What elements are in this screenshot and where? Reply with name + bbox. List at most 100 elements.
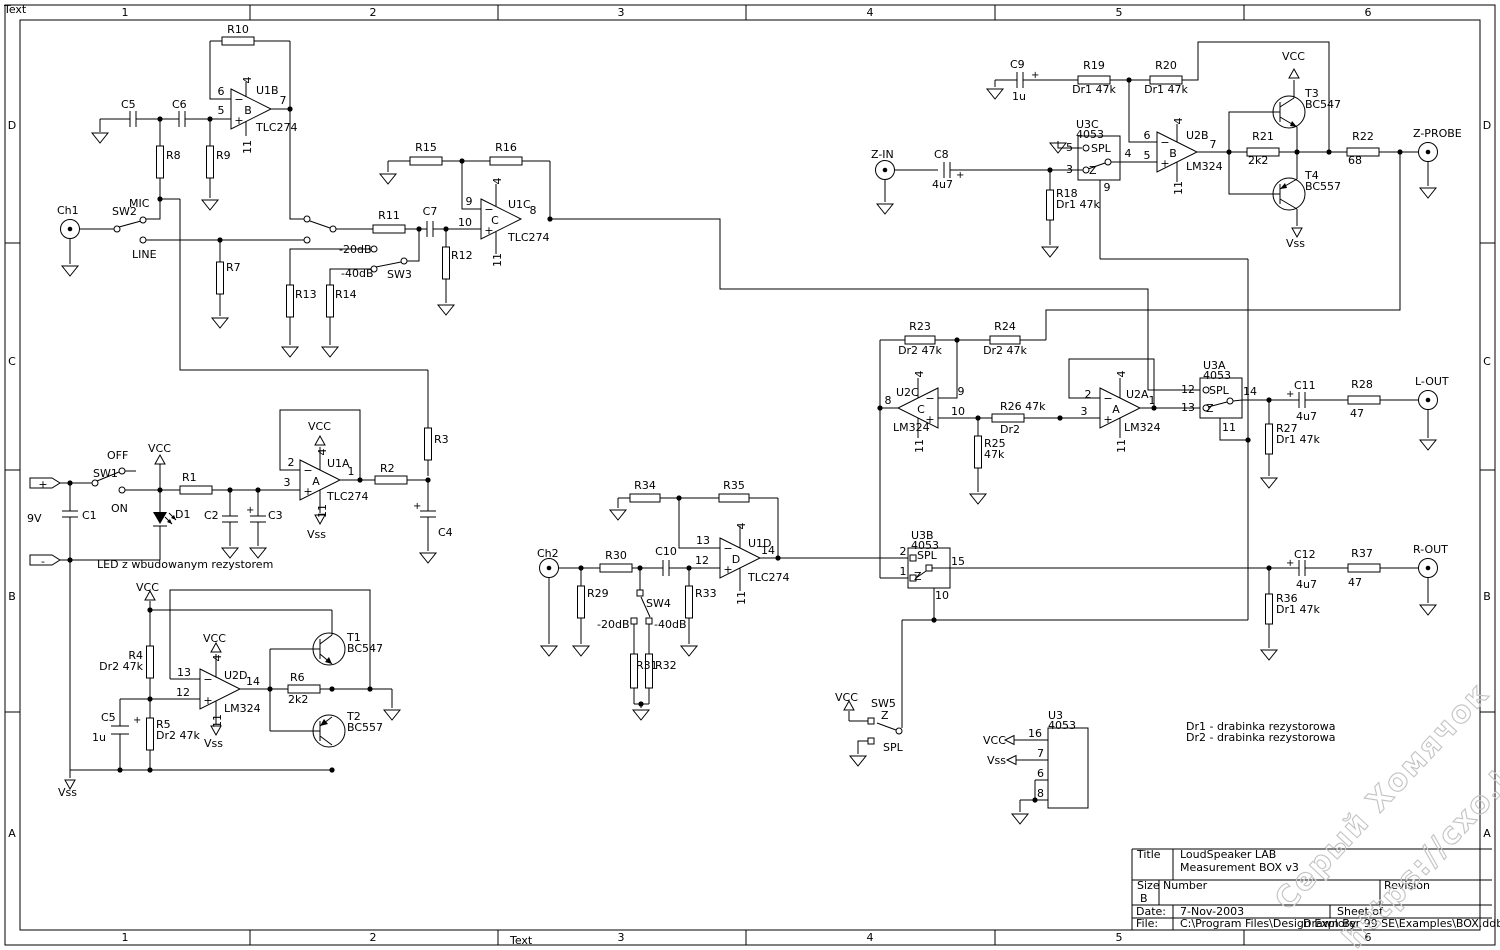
label-U1A-p4: 4 <box>316 449 329 456</box>
label-R34: R34 <box>634 479 656 492</box>
label-row-A-l: A <box>8 827 16 840</box>
capacitor-C1 <box>62 510 78 518</box>
label-VCC-u2d: VCC <box>203 632 226 645</box>
label-R18: R18 <box>1056 187 1078 200</box>
label-m20dB-2: -20dB <box>597 618 630 631</box>
label-U1D-p13: 13 <box>696 534 710 547</box>
label-T1: T1 <box>346 631 361 644</box>
label-U1C-plus: + <box>484 224 493 237</box>
label-LINE: LINE <box>132 248 157 261</box>
label-U1D: U1D <box>748 537 772 550</box>
label-Vss-u1a: Vss <box>307 528 326 541</box>
label-U3B-p10: 10 <box>935 589 949 602</box>
wires-ch1 <box>69 40 1200 391</box>
resistor-R33 <box>685 585 693 619</box>
capacitor-C5b <box>111 725 129 735</box>
label-C5b-val: 1u <box>92 731 106 744</box>
file-value: C:\Program Files\Design Explorer 99 SE\E… <box>1180 917 1500 930</box>
capacitor-C10 <box>662 560 670 576</box>
label-T1-part: BC547 <box>347 642 383 655</box>
label-SW5-Z: Z <box>881 709 889 722</box>
label-R19-val: Dr1 47k <box>1072 83 1116 96</box>
label-row-A-r: A <box>1483 827 1491 840</box>
label-Vss-rail: Vss <box>58 786 77 799</box>
label-col-6-top: 6 <box>1365 6 1372 19</box>
label-U3A-part: 4053 <box>1203 369 1231 382</box>
label-R14: R14 <box>335 288 357 301</box>
resistor-R26 <box>991 413 1025 423</box>
label-U1A-part: TLC274 <box>326 490 369 503</box>
label-U3-p8: 8 <box>1037 787 1044 800</box>
resistor-R10 <box>221 36 255 46</box>
resistor-R36 <box>1265 593 1273 625</box>
label-R7: R7 <box>226 261 241 274</box>
label-R33: R33 <box>695 587 717 600</box>
label-U3A-p14: 14 <box>1243 385 1257 398</box>
label-C10: C10 <box>655 545 677 558</box>
label-U2B-p5: 5 <box>1144 149 1151 162</box>
label-R31: R31 <box>636 659 658 672</box>
opamp-U1C <box>480 198 523 240</box>
label-U2C-p8: 8 <box>885 394 892 407</box>
connector-Ch2 <box>539 558 559 578</box>
label-U1A-p11: 11 <box>316 504 329 518</box>
resistor-R22 <box>1346 147 1380 157</box>
label-R9: R9 <box>216 149 231 162</box>
resistor-R12 <box>442 246 450 280</box>
battery-plus-terminal <box>29 477 61 489</box>
label-col-2-bot: 2 <box>370 931 377 944</box>
label-C9-val: 1u <box>1012 90 1026 103</box>
label-VCC-sw5: VCC <box>835 691 858 704</box>
label-C12-plus: + <box>1286 558 1294 569</box>
date-label: Date: <box>1136 905 1166 918</box>
label-U2B-p7: 7 <box>1210 138 1217 151</box>
label-U3-part: 4053 <box>1048 719 1076 732</box>
label-U2C-p11: 11 <box>913 439 926 453</box>
label-R28-val: 47 <box>1350 407 1364 420</box>
resistors <box>146 36 1381 751</box>
label-C3: C3 <box>268 509 283 522</box>
label-U2C-p9: 9 <box>958 385 965 398</box>
label-U1D-minus: − <box>723 542 732 555</box>
label-U3C-SPL: SPL <box>1091 142 1112 155</box>
label-U2A-minus: − <box>1103 392 1112 405</box>
label-col-1-top: 1 <box>122 6 129 19</box>
resistor-R27 <box>1265 423 1273 455</box>
label-C2: C2 <box>204 509 219 522</box>
label-R23-val: Dr2 47k <box>898 344 942 357</box>
label-C4-plus: + <box>413 501 421 512</box>
label-LED-note: LED z wbudowanym rezystorem <box>97 558 273 571</box>
label-R21: R21 <box>1252 130 1274 143</box>
wires-bias <box>119 589 393 770</box>
label-U2D: U2D <box>224 669 248 682</box>
label-R37-val: 47 <box>1348 576 1362 589</box>
label-U1C-p11: 11 <box>491 253 504 267</box>
label-U2C-plus: + <box>925 413 934 426</box>
led-D1 <box>153 512 177 527</box>
label-U3B-p2: 2 <box>900 545 907 558</box>
label-U3-p7: 7 <box>1037 747 1044 760</box>
opamp-U2C <box>896 387 939 429</box>
watermark: Серый Хомячок https://cxo.lv <box>1268 675 1500 950</box>
resistor-R15 <box>409 156 443 166</box>
resistor-R20 <box>1149 75 1183 85</box>
label-R26: R26 47k <box>1000 400 1046 413</box>
capacitor-C2 <box>222 515 238 523</box>
connector-Z-PROBE <box>1418 142 1438 162</box>
label-R37: R37 <box>1351 547 1373 560</box>
label-U2B-p6: 6 <box>1144 129 1151 142</box>
label-U3A-p11: 11 <box>1222 421 1236 434</box>
label-U1A-plus: + <box>303 485 312 498</box>
label-U2C-p4: 4 <box>913 371 926 378</box>
transistors <box>312 95 1306 748</box>
label-R11: R11 <box>378 209 400 222</box>
wires-power <box>60 370 429 778</box>
capacitor-C9 <box>1016 72 1024 88</box>
transistor-T3 <box>1272 95 1306 129</box>
resistor-R6 <box>287 684 321 694</box>
sheet-label: Sheet of <box>1337 905 1384 918</box>
label-U3C: U3C <box>1076 118 1099 131</box>
label-U2D-p4: 4 <box>211 655 224 662</box>
label-Ch2: Ch2 <box>537 547 559 560</box>
